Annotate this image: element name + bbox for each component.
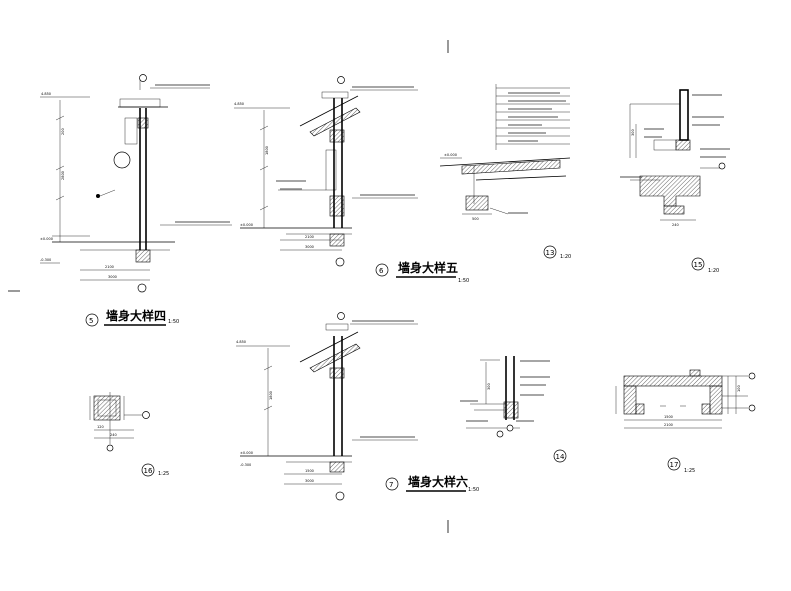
detail-15-title: 15 1:20 <box>691 257 719 274</box>
svg-text:300: 300 <box>487 383 491 390</box>
svg-text:1:25: 1:25 <box>684 468 695 474</box>
svg-text:1:50: 1:50 <box>168 319 179 325</box>
svg-text:3000: 3000 <box>305 245 314 249</box>
svg-text:240: 240 <box>672 223 679 227</box>
sheet-ticks <box>8 40 449 533</box>
svg-text:3000: 3000 <box>108 275 117 279</box>
svg-text:300: 300 <box>631 129 635 136</box>
svg-text:1:20: 1:20 <box>708 268 719 274</box>
svg-text:1:50: 1:50 <box>458 278 469 284</box>
svg-text:墙身大样六: 墙身大样六 <box>408 474 468 489</box>
svg-text:1800: 1800 <box>269 391 273 400</box>
detail-13-drawing: ±0.000 500 <box>439 84 571 221</box>
detail-16-drawing: 120 240 <box>89 392 150 452</box>
svg-text:500: 500 <box>472 217 479 221</box>
detail-5-title: 5 墙身大样四 1:50 <box>85 308 179 327</box>
svg-text:200: 200 <box>61 128 65 135</box>
svg-text:1800: 1800 <box>265 146 269 155</box>
svg-text:1500: 1500 <box>305 469 314 473</box>
detail-13-title: 13 1:20 <box>543 245 571 260</box>
svg-text:墙身大样四: 墙身大样四 <box>106 308 166 323</box>
svg-text:3000: 3000 <box>305 479 314 483</box>
svg-text:240: 240 <box>110 433 117 437</box>
detail-7-title: 7 墙身大样六 1:50 <box>385 474 479 493</box>
svg-text:7: 7 <box>389 481 393 489</box>
svg-text:±0.000: ±0.000 <box>444 153 457 157</box>
svg-text:1:50: 1:50 <box>468 487 479 493</box>
detail-5-drawing: 4.850 200 2800 ±0.000 -0.300 2100 3000 <box>40 74 232 293</box>
svg-text:4.850: 4.850 <box>234 102 244 106</box>
svg-text:-0.300: -0.300 <box>40 258 51 262</box>
detail-17-title: 17 1:25 <box>667 457 695 474</box>
svg-text:13: 13 <box>546 249 555 257</box>
svg-text:1500: 1500 <box>664 415 673 419</box>
svg-text:2100: 2100 <box>105 265 114 269</box>
svg-text:±0.000: ±0.000 <box>240 223 253 227</box>
svg-text:±0.000: ±0.000 <box>40 237 53 241</box>
svg-text:-0.300: -0.300 <box>240 463 251 467</box>
svg-text:15: 15 <box>694 261 703 269</box>
detail-6-title: 6 墙身大样五 1:50 <box>375 260 469 284</box>
svg-text:120: 120 <box>97 425 104 429</box>
svg-text:±0.000: ±0.000 <box>240 451 253 455</box>
svg-text:4.850: 4.850 <box>236 340 246 344</box>
detail-7-drawing: 4.850 1800 ±0.000 -0.300 1500 3000 <box>236 312 418 501</box>
detail-16-title: 16 1:25 <box>141 463 169 477</box>
svg-text:14: 14 <box>556 453 565 461</box>
detail-17-drawing: 1500 2100 100 <box>615 369 756 429</box>
svg-text:16: 16 <box>144 467 153 475</box>
svg-text:4.850: 4.850 <box>41 92 51 96</box>
svg-text:6: 6 <box>379 267 384 275</box>
detail-15-drawing: 300 240 <box>620 89 730 227</box>
detail-14-title: 14 <box>553 449 567 463</box>
svg-text:5: 5 <box>89 317 93 325</box>
svg-text:墙身大样五: 墙身大样五 <box>398 260 458 275</box>
svg-text:2100: 2100 <box>305 235 314 239</box>
svg-text:17: 17 <box>670 461 679 469</box>
detail-14-drawing: 300 <box>460 356 550 438</box>
svg-text:1:20: 1:20 <box>560 254 571 260</box>
svg-text:1:25: 1:25 <box>158 471 169 477</box>
svg-text:100: 100 <box>737 385 741 392</box>
svg-text:2100: 2100 <box>664 423 673 427</box>
detail-6-drawing: 4.850 1800 ±0.000 2100 3000 <box>234 76 418 267</box>
svg-text:2800: 2800 <box>61 171 65 180</box>
